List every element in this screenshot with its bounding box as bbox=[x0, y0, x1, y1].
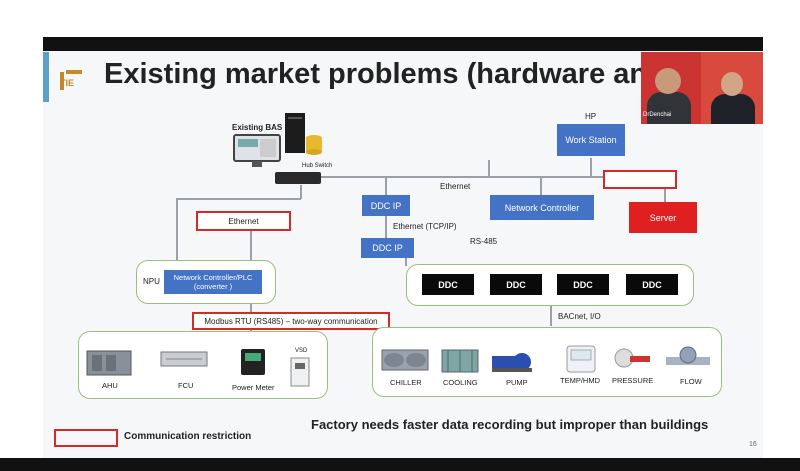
temp-humidity-sensor-icon bbox=[566, 345, 596, 373]
device-label: FLOW bbox=[680, 377, 702, 386]
presenter-1 bbox=[647, 92, 691, 124]
connector-line bbox=[664, 176, 666, 202]
ethernet-restriction-box: Ethernet bbox=[196, 211, 291, 231]
legend-swatch bbox=[54, 429, 118, 447]
ddc-box: DDC bbox=[557, 274, 609, 295]
connector-line bbox=[488, 160, 490, 176]
network-controller-plc-box: Network Controller/PLC (converter ) bbox=[164, 270, 262, 294]
ddc-box: DDC bbox=[626, 274, 678, 295]
bottom-letterbox bbox=[0, 458, 800, 471]
device-label: CHILLER bbox=[390, 378, 422, 387]
video-caption: DrDenchai bbox=[643, 112, 672, 118]
connector-line bbox=[250, 230, 252, 260]
connector-line bbox=[176, 198, 178, 260]
footer-note: Factory needs faster data recording but … bbox=[311, 417, 709, 432]
monitor-icon bbox=[233, 134, 281, 167]
ethernet-top-label: Ethernet bbox=[440, 182, 471, 191]
server-box: Server bbox=[629, 202, 697, 233]
power-meter-icon bbox=[241, 349, 265, 375]
database-icon bbox=[306, 135, 322, 155]
bacnet-label: BACnet, I/O bbox=[558, 312, 601, 321]
ethernet-backbone bbox=[300, 176, 665, 178]
device-label: PRESSURE bbox=[612, 376, 654, 385]
connector-line bbox=[550, 304, 552, 326]
restriction-box-server bbox=[603, 170, 677, 189]
ddc-box: DDC bbox=[422, 274, 474, 295]
work-station-box: Work Station bbox=[557, 124, 625, 156]
slide-title: Existing market problems (hardware analy… bbox=[104, 58, 644, 90]
field-devices-right-group bbox=[372, 327, 722, 397]
device-label: FCU bbox=[178, 381, 194, 390]
tie-logo-icon bbox=[60, 70, 82, 90]
connector-line bbox=[540, 176, 542, 196]
device-label: AHU bbox=[102, 381, 118, 390]
ddc-ip-mid-box: DDC IP bbox=[361, 238, 414, 258]
presenter-2 bbox=[711, 94, 755, 124]
ddc-box: DDC bbox=[490, 274, 542, 295]
chiller-icon bbox=[381, 349, 429, 371]
connector-line bbox=[385, 176, 387, 196]
connector-line bbox=[590, 158, 592, 176]
fcu-icon bbox=[160, 351, 208, 367]
device-label: TEMP/HMD bbox=[560, 376, 600, 385]
pump-icon bbox=[492, 353, 532, 372]
ddc-ip-top-box: DDC IP bbox=[362, 195, 410, 216]
rs485-label: RS-485 bbox=[470, 237, 498, 246]
legend-label: Communication restriction bbox=[124, 431, 252, 442]
logo-text: TIE bbox=[60, 78, 75, 88]
device-label: COOLING bbox=[443, 378, 478, 387]
pressure-sensor-icon bbox=[614, 348, 650, 368]
connector-line bbox=[300, 185, 302, 199]
existing-bas-label: Existing BAS bbox=[232, 123, 283, 132]
hub-switch-icon bbox=[275, 172, 321, 184]
device-label: VSD bbox=[295, 348, 308, 354]
ethernet-tcpip-label: Ethernet (TCP/IP) bbox=[393, 222, 457, 231]
ahu-icon bbox=[86, 350, 132, 376]
connector-line bbox=[176, 198, 301, 200]
page-number: 16 bbox=[749, 441, 757, 448]
connector-line bbox=[385, 216, 387, 238]
connector-line bbox=[405, 258, 407, 266]
hp-label: HP bbox=[585, 112, 597, 121]
flow-meter-icon bbox=[666, 346, 710, 365]
network-controller-box: Network Controller bbox=[490, 195, 594, 220]
vsd-icon bbox=[290, 357, 310, 387]
npu-label: NPU bbox=[143, 277, 160, 286]
title-accent-bar bbox=[43, 52, 49, 102]
presenter-video: DrDenchai bbox=[641, 52, 763, 124]
hub-switch-label: Hub Switch bbox=[302, 163, 333, 169]
modbus-restriction-box: Modbus RTU (RS485) – two-way communicati… bbox=[192, 312, 390, 330]
cooling-tower-icon bbox=[441, 349, 479, 373]
device-label: Power Meter bbox=[232, 383, 275, 392]
top-letterbox bbox=[43, 37, 763, 51]
server-tower-icon bbox=[285, 113, 305, 153]
device-label: PUMP bbox=[506, 378, 528, 387]
